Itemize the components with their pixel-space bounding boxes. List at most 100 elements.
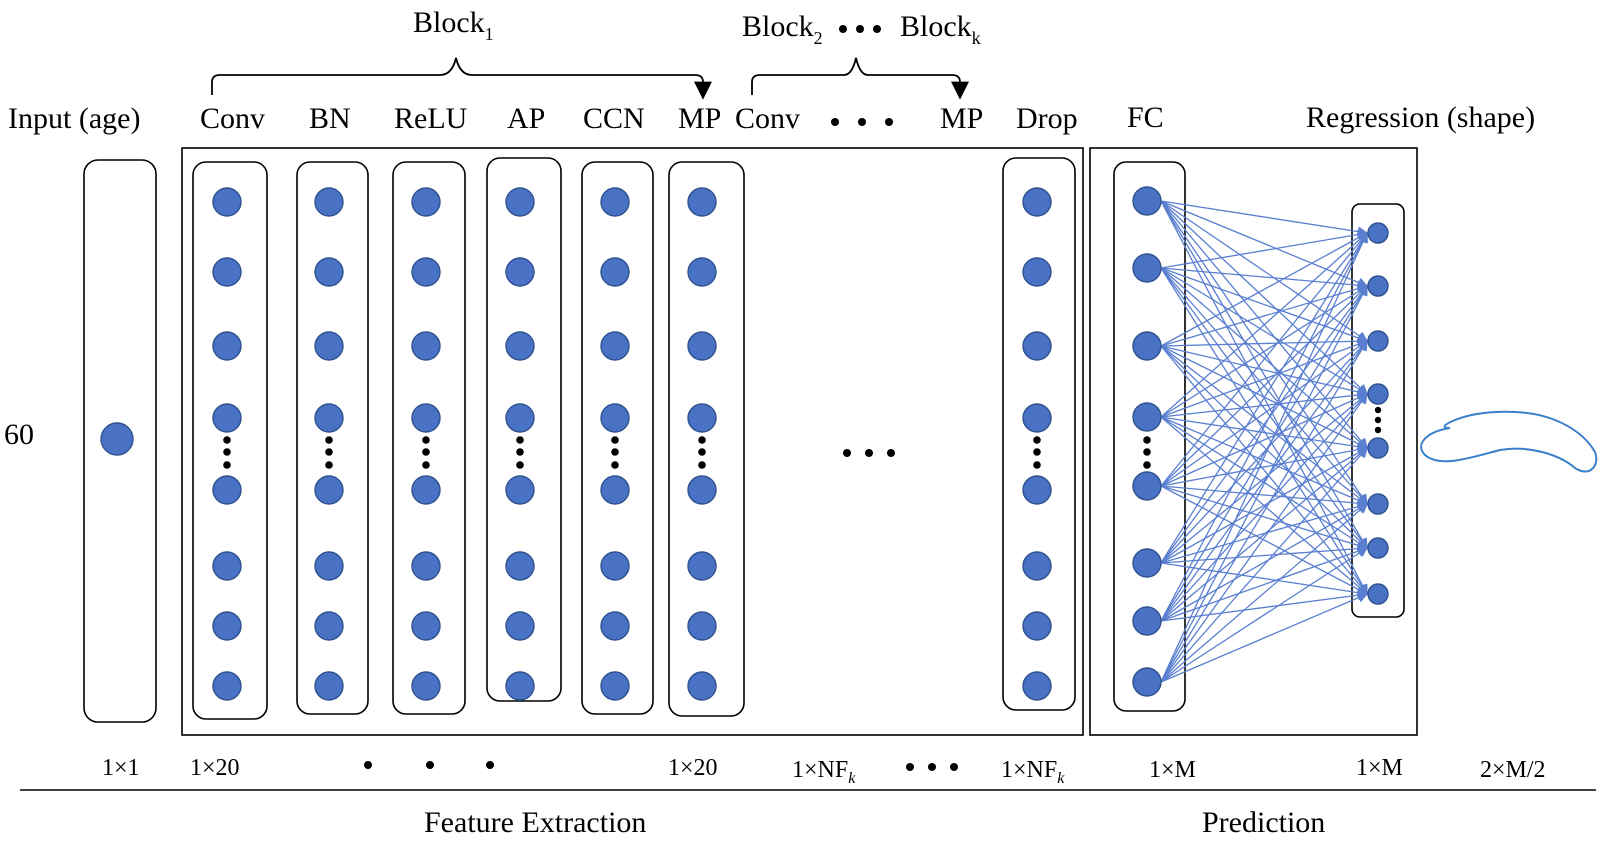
mp-ellipsis-dot [698,436,706,444]
conv2-label: Conv [735,102,800,135]
bn-node [314,551,344,581]
ap-ellipsis-dot [516,448,524,456]
fc-node [1132,548,1162,578]
ap-node [505,475,535,505]
fc-column [1113,161,1186,712]
fc-connection [1160,200,1369,237]
fc-connection [1160,200,1368,506]
fc-connection [1160,284,1368,622]
input-node [100,422,134,456]
ccn-ellipsis-dot [611,461,619,469]
fc-connection [1160,503,1369,622]
fc-connection [1160,547,1369,683]
fc-connection [1160,546,1369,622]
ccn-label: CCN [583,102,645,135]
fc-connection [1160,392,1368,683]
relu-node [411,257,441,287]
drop-label: Drop [1016,102,1078,135]
fc-connection [1160,345,1368,596]
input-column [83,159,157,723]
ccn-ellipsis-dot [611,448,619,456]
feature-extraction-box [181,147,1084,736]
layer-columns [192,157,1076,720]
ccn-node [600,187,630,217]
regression-node [1367,275,1389,297]
conv-node [212,671,242,701]
fc-connection [1160,393,1368,622]
fc-connection [1160,285,1368,487]
regression-node [1367,537,1389,559]
ccn-column [581,161,654,715]
bn-column [296,161,369,715]
ap-ellipsis-dot [516,461,524,469]
dim-mp: 1×20 [668,755,718,781]
fc-connection [1160,339,1368,622]
conv-node [212,187,242,217]
fc-connection [1160,393,1369,564]
relu-ellipsis-dot [422,436,430,444]
relu-ellipsis-dot [422,461,430,469]
drop-node [1022,475,1052,505]
blockk-title: Blockk [900,10,981,48]
fc-connection [1160,231,1368,564]
mp-node [687,611,717,641]
regression-ellipsis-dot [1374,416,1382,424]
bn-node [314,611,344,641]
regression-node [1367,437,1389,459]
dim-ellipsis-2 [906,763,958,771]
blockk-brace [751,57,969,100]
conv-ellipsis-dot [223,461,231,469]
fc-connection [1160,200,1369,288]
conv-ellipsis-dot [223,436,231,444]
fc-node [1132,186,1162,216]
fc-connection [1160,543,1369,564]
ccn-node [600,551,630,581]
dim-shape: 2×M/2 [1480,757,1546,783]
relu-ellipsis-dot [422,448,430,456]
fc-nodes [1132,186,1162,697]
ccn-node [600,671,630,701]
ap-node [505,403,535,433]
regression-node [1367,583,1389,605]
fc-connection [1160,444,1369,487]
ccn-node [600,611,630,641]
conv-ellipsis-dot [223,448,231,456]
fc-connection [1160,283,1369,347]
dim-regression: 1×M [1356,755,1403,781]
drop-node [1022,187,1052,217]
prediction-label: Prediction [1202,806,1325,839]
fc-connection [1160,284,1368,683]
mp-node [687,475,717,505]
conv-node [212,475,242,505]
conv-node [212,257,242,287]
fc-connections [1160,200,1369,683]
mp2-label: MP [940,102,983,135]
mp-node [687,671,717,701]
input-value: 60 [4,418,34,451]
ap-node [505,187,535,217]
fc-connection [1160,267,1369,291]
fc-connection [1160,229,1369,269]
fc-ellipsis-dot [1143,461,1151,469]
dim-input: 1×1 [102,755,140,781]
bn-node [314,671,344,701]
fc-node [1132,253,1162,283]
regression-ellipsis-dot [1374,406,1382,414]
mp-node [687,187,717,217]
mp-node [687,331,717,361]
fc-node [1132,606,1162,636]
fc-connection [1160,447,1368,683]
output-shape-curve [1420,410,1598,473]
ap-node [505,331,535,361]
regression-label: Regression (shape) [1306,101,1535,134]
fc-connection [1160,485,1369,509]
regression-nodes [1367,222,1389,605]
middle-ellipsis [843,449,895,457]
prediction-box [1089,147,1418,736]
drop-node [1022,611,1052,641]
drop-ellipsis-dot [1033,436,1041,444]
fc-connection [1160,232,1368,418]
conv-node [212,331,242,361]
conv-node [212,551,242,581]
ccn-node [600,331,630,361]
